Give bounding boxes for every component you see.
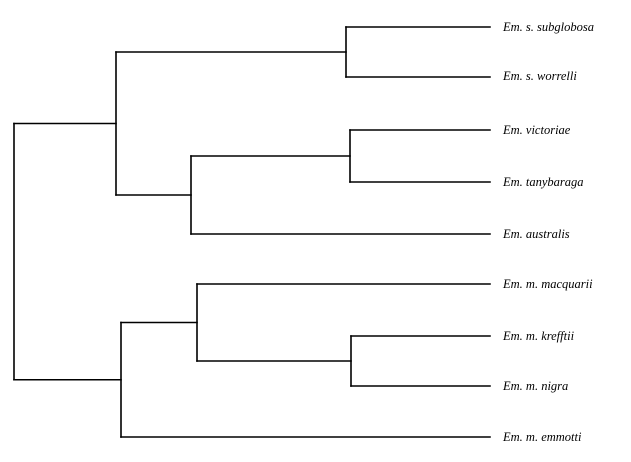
tree-branches xyxy=(13,26,491,438)
taxon-label-emmotti: Em. m. emmotti xyxy=(502,430,582,444)
taxon-labels: Em. s. subglobosa Em. s. worrelli Em. vi… xyxy=(502,20,594,444)
taxon-label-krefftii: Em. m. krefftii xyxy=(502,329,575,343)
taxon-label-macquarii: Em. m. macquarii xyxy=(502,277,593,291)
taxon-label-worrelli: Em. s. worrelli xyxy=(502,69,577,83)
taxon-label-nigra: Em. m. nigra xyxy=(502,379,568,393)
taxon-label-australis: Em. australis xyxy=(502,227,570,241)
taxon-label-subglobosa: Em. s. subglobosa xyxy=(502,20,594,34)
taxon-label-victoriae: Em. victoriae xyxy=(502,123,571,137)
taxon-label-tanybaraga: Em. tanybaraga xyxy=(502,175,584,189)
